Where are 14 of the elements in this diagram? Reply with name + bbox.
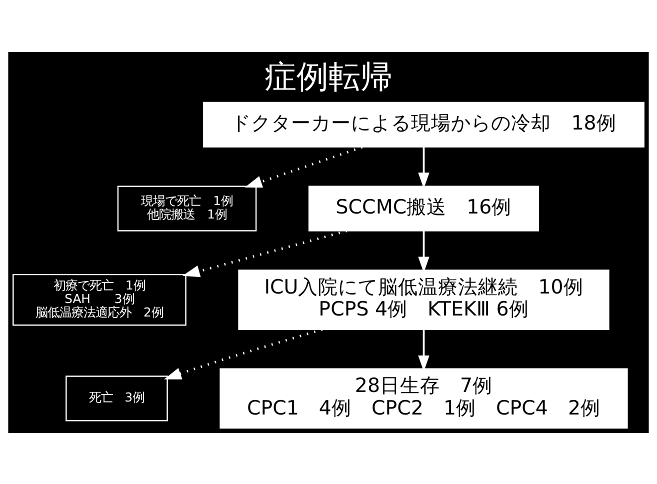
node-box: SCCMC搬送 16例 (308, 185, 540, 231)
diagram-title: 症例転帰 (264, 57, 392, 96)
node-box: ICU入院にて脳低温療法継続 10例 PCPS 4例 KTEKⅢ 6例 (238, 269, 610, 330)
arrow (182, 229, 348, 277)
arrow (418, 230, 430, 272)
arrow (418, 329, 430, 372)
node-box: 28日生存 7例 CPC1 4例 CPC2 1例 CPC4 2例 (220, 368, 628, 428)
arrow (244, 145, 363, 188)
node-box: 現場で死亡 1例 他院搬送 1例 (117, 185, 257, 231)
node-box: 死亡 3例 (66, 375, 168, 421)
arrow (164, 328, 323, 379)
node-box: ドクターカーによる現場からの冷却 18例 (203, 101, 644, 148)
node-box: 初療で死亡 1例 SAH 3例 脳低温療法適応外 2例 (12, 273, 186, 326)
arrow (418, 146, 430, 188)
